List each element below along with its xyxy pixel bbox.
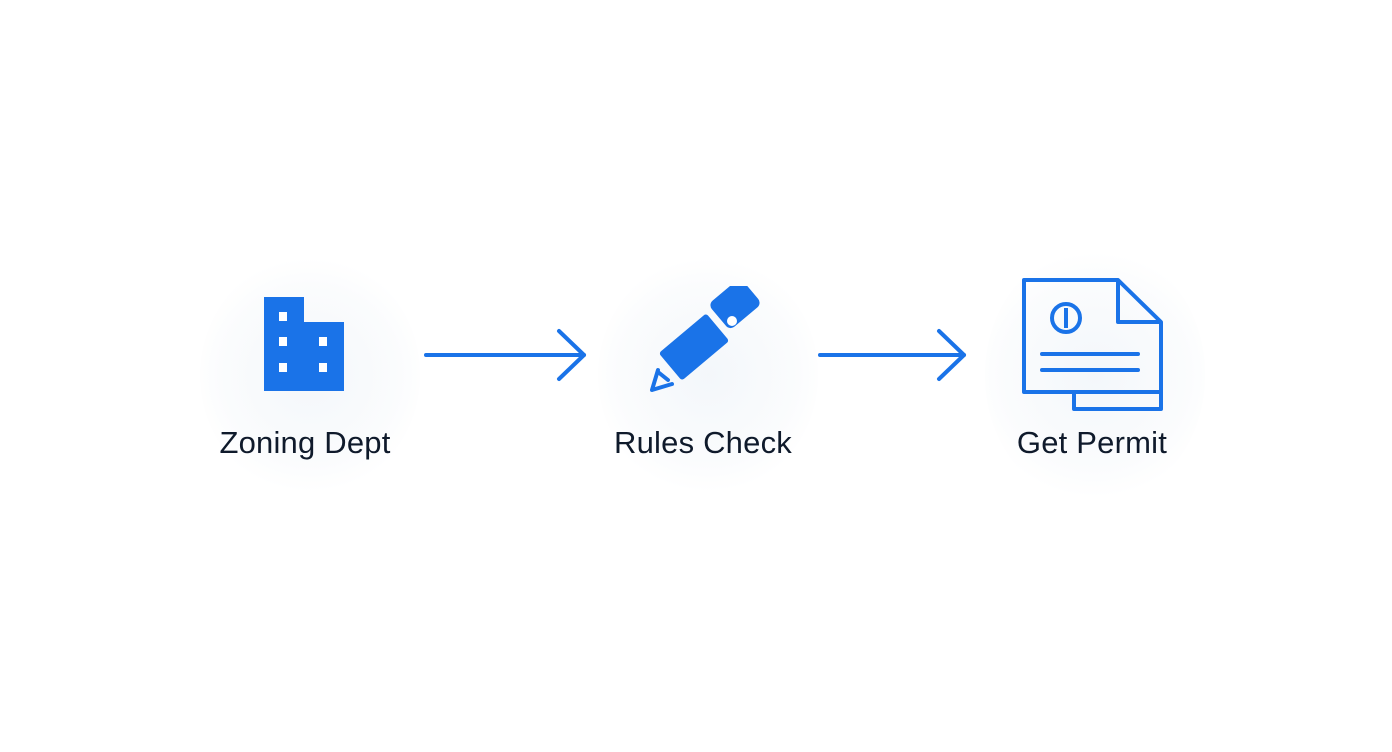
- building-icon: [264, 297, 344, 391]
- arrow-right-icon: [424, 329, 586, 381]
- step-label-get-permit: Get Permit: [1016, 425, 1168, 460]
- step-label-rules-check: Rules Check: [614, 425, 792, 460]
- step-permit-glow: [985, 245, 1205, 505]
- step-rules-glow: [598, 255, 818, 495]
- arrow-right-icon: [818, 329, 966, 381]
- permit-document-icon: [1022, 278, 1163, 411]
- pen-icon: [650, 286, 760, 392]
- step-label-zoning-dept: Zoning Dept: [219, 425, 391, 460]
